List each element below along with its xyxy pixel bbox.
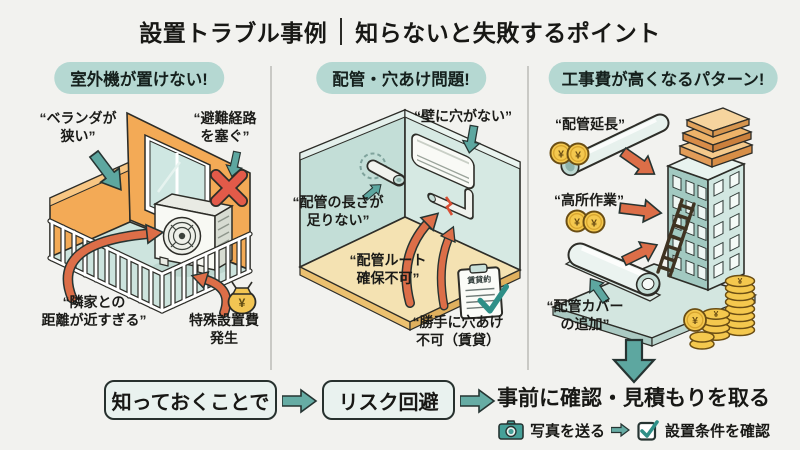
windows-side [713,170,740,279]
label-high-work: “高所作業” [554,192,624,208]
title-divider [340,17,343,45]
yen-symbol: ¥ [591,218,597,230]
panel-divider-2 [527,66,529,370]
room-illustration: 賃貸約 [298,108,522,331]
orange-arrow-route-1 [401,206,445,308]
coin-stacks-icon: ¥ ¥ ¥ [683,274,756,350]
flow-arrow-icon-1 [282,388,318,414]
yen-symbol: ¥ [714,309,719,319]
flow-step2-box: リスク回避 [322,380,455,420]
yen-symbol: ¥ [575,150,581,162]
panel-outdoor-unit: ¥ 室外機が置けない! “ベランダが 狭い” “避難経路 を塞ぐ” “隣家との … [10,58,268,376]
panel2-header-badge: 配管・穴あけ問題! [316,62,486,94]
balcony-illustration: ¥ [10,111,257,318]
label-pipe-route: “配管ルート 確保不可” [349,252,427,286]
building [665,149,747,292]
flow-actions-row: 写真を送る 設置条件を確認 [498,419,770,441]
short-pipe [359,152,406,187]
orange-arrow-cost [188,266,232,318]
wall-pipe [427,188,474,220]
action-check-label: 設置条件を確認 [665,422,771,440]
label-escape-route: “避難経路 を塞ぐ” [193,110,257,144]
flow-step1-box: 知っておくことで [104,380,277,420]
camera-icon [498,420,524,440]
red-x-icon [210,169,248,207]
wall-ac-unit [411,133,475,190]
flow-arrow-icon-2 [460,388,496,414]
small-arrow-icon [611,422,631,438]
panel-piping-drilling: 賃貸約 配管・穴あけ問題! “壁に穴がない” “配管の長さが 足りない” “配管… [276,58,526,376]
orange-arrow-neighbor [62,222,165,304]
yen-coins-extension: ¥ ¥ [549,141,590,166]
yen-symbol: ¥ [692,315,698,327]
panel1-header-badge: 室外機が置けない! [54,62,224,94]
panel-divider-1 [270,66,272,370]
action-photo-label: 写真を送る [530,422,606,440]
checkbox-icon [637,420,659,441]
label-no-drilling: “勝手に穴あけ 不可（賃貸） [412,314,504,348]
down-arrow-icon [611,338,657,384]
check-mark-icon [477,283,510,314]
label-no-wall-hole: “壁に穴がない” [414,108,512,124]
yen-coins-highwork: ¥ ¥ [565,209,606,234]
rental-contract-icon: 賃貸約 [457,263,510,320]
orange-arrow-route-2 [436,223,462,311]
label-pipe-length: “配管の長さが 足りない” [292,194,384,228]
spark-icon [444,196,454,216]
yen-symbol: ¥ [574,217,580,229]
stacked-slabs [678,107,754,168]
label-special-cost: 特殊設置費 発生 [189,312,259,346]
title-left: 設置トラブル事例 [139,20,328,46]
money-bag-icon: ¥ [227,281,257,315]
label-neighbor-distance: “隣家との 距離が近すぎる” [41,294,147,328]
label-pipe-extension: “配管延長” [555,116,625,132]
pipe-cover-icon [564,242,662,302]
page-title: 設置トラブル事例 知らないと失敗するポイント [0,14,800,48]
panel3-header-badge: 工事費が高くなるパターン! [548,62,778,94]
flow-result-text: 事前に確認・見積もりを取る [497,387,770,410]
yen-symbol: ¥ [239,296,246,310]
ladder-icon [656,198,696,278]
yen-symbol: ¥ [558,149,564,161]
label-pipe-cover: “配管カバー の追加” [546,298,624,332]
fan-grille-icon [162,216,202,256]
building-illustration: ¥ ¥ ¥ ¥ ¥ [549,107,758,384]
title-right: 知らないと失敗するポイント [355,20,661,46]
clipboard-title: 賃貸約 [466,274,492,286]
label-balcony-narrow: “ベランダが 狭い” [39,110,117,144]
panel-cost-increase: ¥ ¥ ¥ ¥ ¥ [530,58,796,384]
yen-symbol: ¥ [738,276,743,286]
